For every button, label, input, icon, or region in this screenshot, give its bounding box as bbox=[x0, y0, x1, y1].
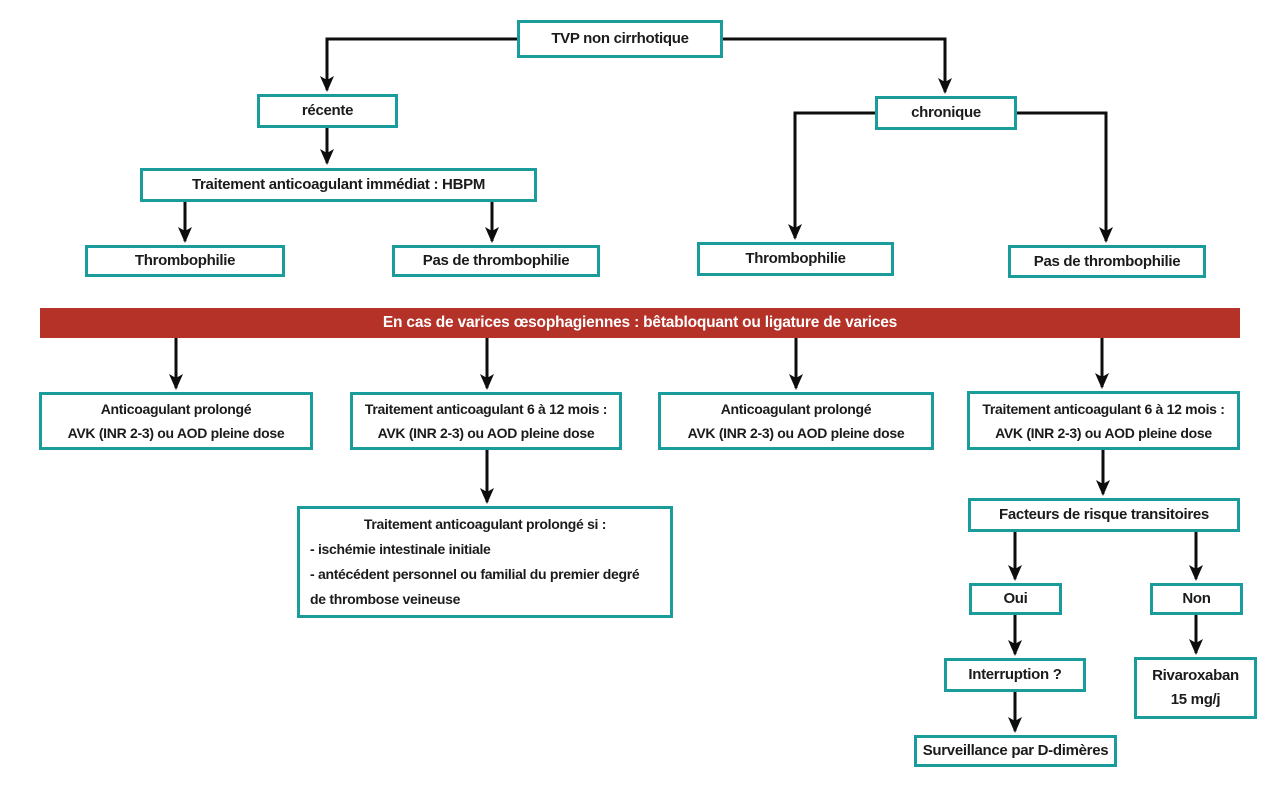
node-tvp-non-cirrhotique: TVP non cirrhotique bbox=[517, 20, 723, 58]
node-interruption: Interruption ? bbox=[944, 658, 1086, 692]
prolonge-si-items: - ischémie intestinale initiale - antécé… bbox=[310, 541, 640, 607]
node-chronique: chronique bbox=[875, 96, 1017, 130]
node-anticoagulant-prolonge-droite: Anticoagulant prolongé AVK (INR 2-3) ou … bbox=[658, 392, 934, 450]
node-pas-thrombophilie-droite: Pas de thrombophilie bbox=[1008, 245, 1206, 278]
node-thrombophilie-gauche: Thrombophilie bbox=[85, 245, 285, 277]
node-traitement-immediat-hbpm: Traitement anticoagulant immédiat : HBPM bbox=[140, 168, 537, 202]
node-facteurs-risque-transitoires: Facteurs de risque transitoires bbox=[968, 498, 1240, 532]
node-anticoagulant-6-12-mois-droite: Traitement anticoagulant 6 à 12 mois : A… bbox=[967, 391, 1240, 450]
node-oui: Oui bbox=[969, 583, 1062, 615]
prolonge-si-title: Traitement anticoagulant prolongé si : bbox=[363, 516, 607, 532]
node-thrombophilie-droite: Thrombophilie bbox=[697, 242, 894, 276]
arrow-tvp-to-recente bbox=[320, 37, 517, 92]
arrow-chronique-to-thrombophilie bbox=[788, 111, 875, 240]
node-traitement-prolonge-si: Traitement anticoagulant prolongé si : -… bbox=[297, 506, 673, 618]
node-pas-thrombophilie-gauche: Pas de thrombophilie bbox=[392, 245, 600, 277]
node-rivaroxaban: Rivaroxaban 15 mg/j bbox=[1134, 657, 1257, 719]
node-anticoagulant-prolonge-gauche: Anticoagulant prolongé AVK (INR 2-3) ou … bbox=[39, 392, 313, 450]
node-anticoagulant-6-12-mois-gauche: Traitement anticoagulant 6 à 12 mois : A… bbox=[350, 392, 622, 450]
node-surveillance-d-dimeres: Surveillance par D-dimères bbox=[914, 735, 1117, 767]
banner-varices-oesophagiennes: En cas de varices œsophagiennes : bêtabl… bbox=[40, 308, 1240, 338]
node-non: Non bbox=[1150, 583, 1243, 615]
arrow-chronique-to-pas-thrombophilie bbox=[1017, 111, 1113, 243]
node-recente: récente bbox=[257, 94, 398, 128]
arrow-tvp-to-chronique bbox=[723, 37, 952, 94]
